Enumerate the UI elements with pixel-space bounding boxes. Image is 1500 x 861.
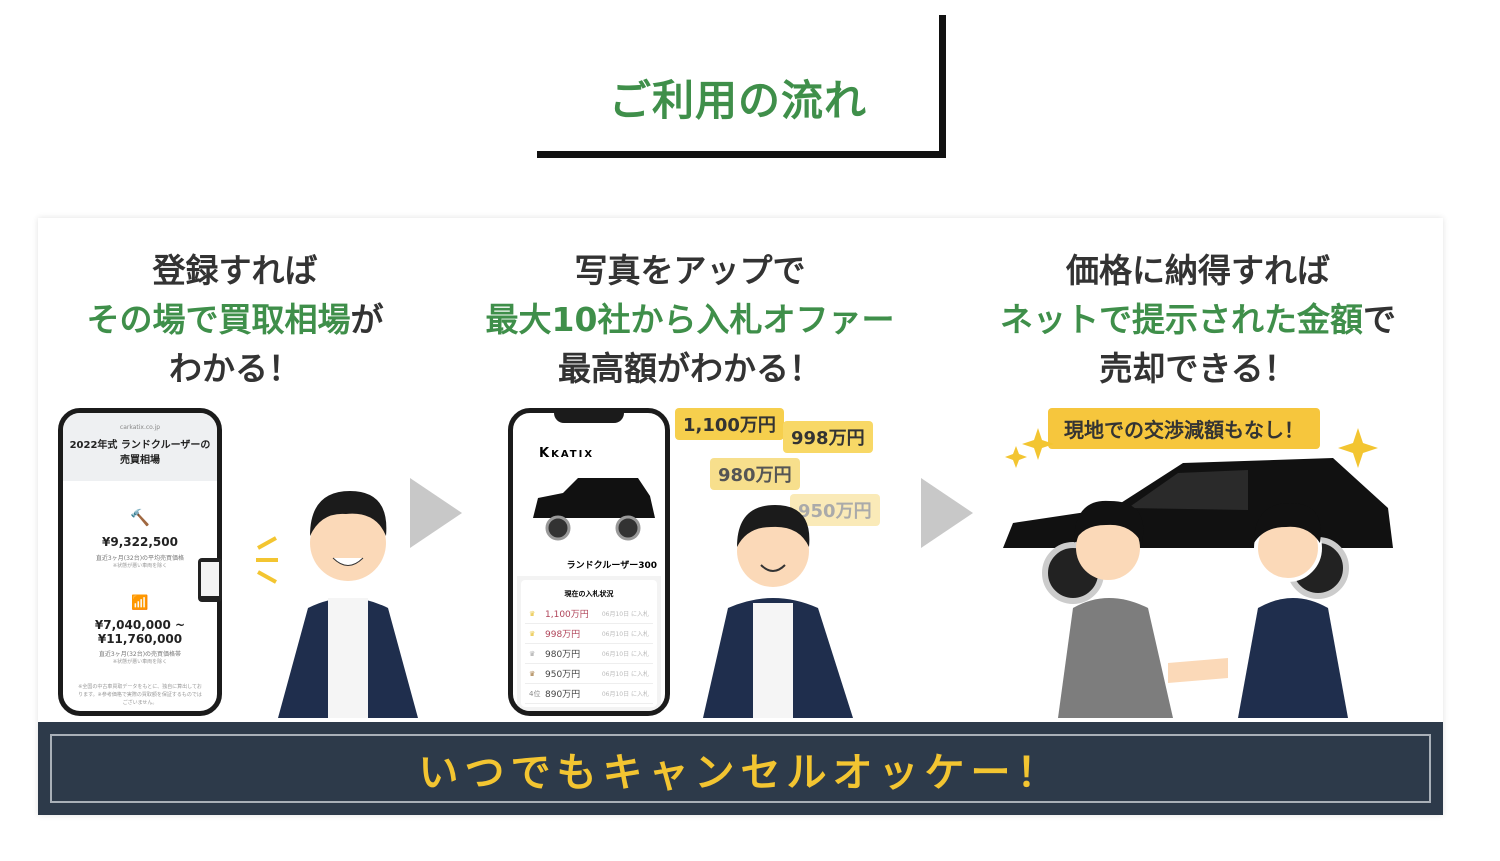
car-handshake-illustration xyxy=(1003,428,1393,718)
gavel-icon: 🔨 xyxy=(130,508,150,527)
range-high: ¥11,760,000 xyxy=(97,632,183,646)
bid-price: 998万円 xyxy=(545,630,581,640)
phone-bids: KKATIX ランドクルーザー300 現在の入札状況 ♛ 1,100万円 06月10… xyxy=(508,408,670,716)
katix-logo: KKATIX xyxy=(539,446,595,461)
footnote: ※全国の中古車買取データをもとに、独自に算出しております。※参考価格で実際の買取… xyxy=(78,684,202,706)
offer-tag: 980万円 xyxy=(710,458,800,490)
offer-tag: 950万円 xyxy=(790,494,880,526)
range-low: ¥7,040,000 ~ xyxy=(94,618,186,632)
bid-row: ♛ 998万円 06月10日 に入札 xyxy=(525,624,653,644)
no-reduction-badge: 現地での交渉減額もなし！ xyxy=(1048,408,1320,449)
phone-market-price: carkatix.co.jp 2022年式 ランドクルーザーの売買相場 🔨 ¥9… xyxy=(58,408,222,716)
car-name: ランドクルーザー300 xyxy=(566,561,657,571)
avg-note: ※状態が悪い車両を除く xyxy=(112,563,168,569)
step-3-tail: で xyxy=(1363,300,1396,339)
phone-notch xyxy=(554,413,624,423)
bid-row: 4位 890万円 06月10日 に入札 xyxy=(525,684,653,704)
title-box: ご利用の流れ xyxy=(537,15,946,158)
bid-date: 06月10日 に入札 xyxy=(601,691,649,698)
bid-title: 現在の入札状況 xyxy=(564,590,614,598)
range-label: 直近3ヶ月(32台)の売買価格帯 xyxy=(98,651,182,658)
market-heading: 2022年式 ランドクルーザーの売買相場 xyxy=(69,440,211,466)
bid-price: 890万円 xyxy=(545,690,581,700)
bid-price: 980万円 xyxy=(545,650,581,660)
bid-row: ♛ 1,100万円 06月10日 に入札 xyxy=(525,604,653,624)
crown-icon: ♛ xyxy=(529,609,536,618)
step-1-tail: が xyxy=(350,300,384,339)
person-happy-with-phone xyxy=(198,491,418,718)
offer-tag: 1,100万円 xyxy=(675,408,784,440)
step-3-heading: 価格に納得すれば ネットで提示された金額で 売却できる！ xyxy=(963,246,1433,393)
person-holding-phone xyxy=(703,505,853,718)
offer-tag: 998万円 xyxy=(783,421,873,453)
bid-price: 1,100万円 xyxy=(545,610,589,620)
step-2-green: 最大10社から入札オファー xyxy=(485,300,895,339)
step-3-line3: 売却できる！ xyxy=(1099,349,1297,388)
rank-label: 4位 xyxy=(529,689,541,698)
bid-row: ♛ 950万円 06月10日 に入札 xyxy=(525,664,653,684)
bid-row: ♛ 980万円 06月10日 に入札 xyxy=(525,644,653,664)
step-1-green: その場で買取相場 xyxy=(86,300,351,339)
brand: KATIX xyxy=(551,449,595,460)
flow-card: 登録すれば その場で買取相場が わかる！ 写真をアップで 最大10社から入札オフ… xyxy=(38,218,1443,815)
step-1-line1: 登録すれば xyxy=(152,251,318,290)
page-title: ご利用の流れ xyxy=(608,76,867,125)
crown-icon: ♛ xyxy=(529,649,536,658)
step-1-heading: 登録すれば その場で買取相場が わかる！ xyxy=(0,246,470,393)
suv-image xyxy=(533,478,655,541)
bid-date: 06月10日 に入札 xyxy=(601,651,649,658)
arrow-right-icon xyxy=(921,478,973,548)
bid-price: 950万円 xyxy=(545,670,581,680)
banner-frame: いつでもキャンセルオッケー！ xyxy=(50,734,1431,803)
banner-text: いつでもキャンセルオッケー！ xyxy=(418,749,1063,796)
step-2-line3: 最高額がわかる！ xyxy=(558,349,822,388)
step-3-line1: 価格に納得すれば xyxy=(1066,251,1330,290)
bid-date: 06月10日 に入札 xyxy=(601,631,649,638)
url: carkatix.co.jp xyxy=(119,424,161,431)
step-2-heading: 写真をアップで 最大10社から入札オファー 最高額がわかる！ xyxy=(455,246,925,393)
step-2-line1: 写真をアップで xyxy=(574,251,806,290)
cancel-banner: いつでもキャンセルオッケー！ xyxy=(38,722,1443,815)
chart-icon: 📶 xyxy=(131,595,149,611)
step-3-green: ネットで提示された金額 xyxy=(1000,300,1363,339)
bid-date: 06月10日 に入札 xyxy=(601,611,649,618)
arrow-right-icon xyxy=(410,478,462,548)
crown-icon: ♛ xyxy=(529,629,536,638)
range-note: ※状態が悪い車両を除く xyxy=(112,659,168,665)
crown-icon: ♛ xyxy=(529,669,536,678)
step-1-line3: わかる！ xyxy=(169,349,301,388)
avg-label: 直近3ヶ月(32台)の平均売買価格 xyxy=(95,555,185,562)
avg-price: ¥9,322,500 xyxy=(102,535,178,549)
bid-date: 06月10日 に入札 xyxy=(601,671,649,678)
